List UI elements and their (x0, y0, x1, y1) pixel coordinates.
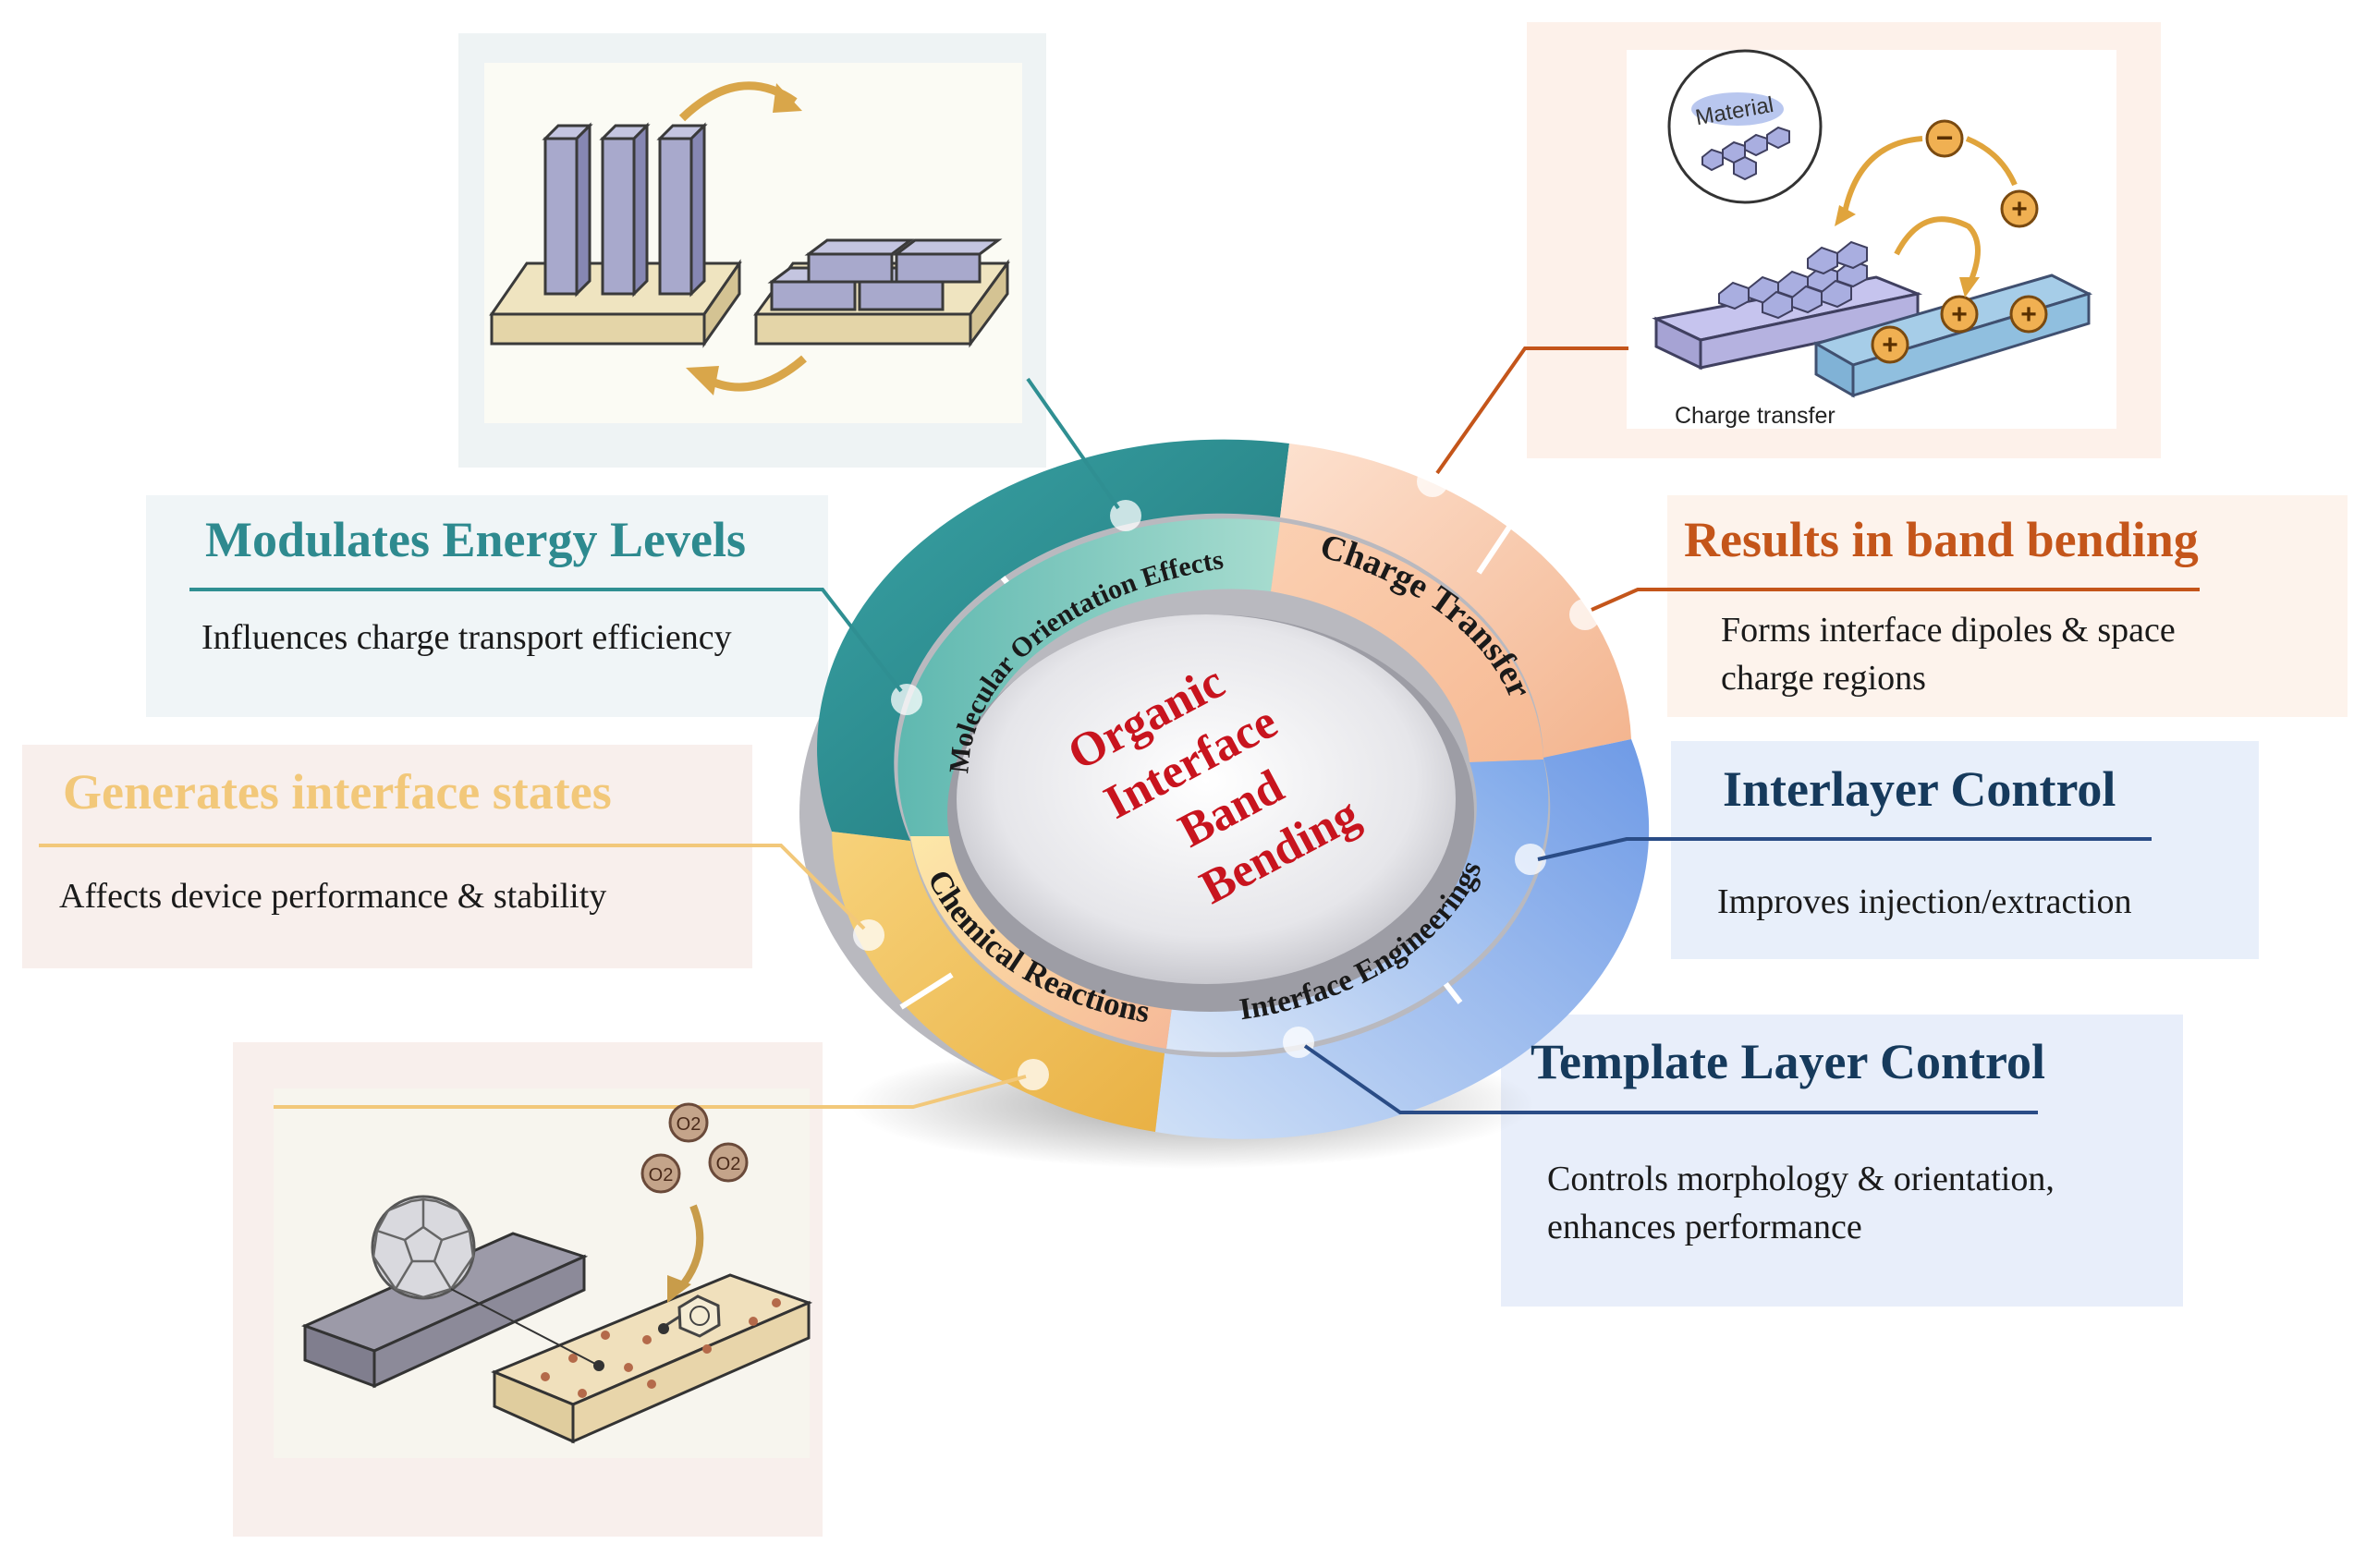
line-template (1303, 1044, 2038, 1114)
callout-panel-modulates (146, 495, 828, 717)
illustration-charge-transfer: Material (1652, 49, 2093, 429)
callout-panel-template (1501, 1015, 2183, 1307)
segment-gap (899, 972, 954, 1010)
callout-body-template-1: Controls morphology & orientation, (1547, 1160, 2055, 1198)
material-hexagons (1701, 126, 1790, 181)
dot-results (1569, 599, 1601, 630)
callout-title-generates: Generates interface states (63, 764, 612, 820)
callout-panel-generates (22, 745, 752, 968)
line-orientation (1026, 377, 1120, 510)
svg-text:+: + (1882, 330, 1898, 360)
svg-text:−: − (1936, 121, 1954, 154)
line-generates (39, 844, 866, 930)
dot-chemical (1018, 1059, 1049, 1090)
dot-template (1283, 1027, 1314, 1058)
segment-gold (832, 832, 1165, 1132)
callout-panel-results (1667, 495, 2348, 717)
arrow-charge-right (1965, 136, 2018, 187)
callout-body-modulates: Influences charge transport efficiency (201, 618, 732, 657)
arrow-top-head (773, 83, 802, 113)
segment-gap (1476, 516, 1518, 575)
donor-hexagons (1718, 240, 1868, 320)
callout-title-results: Results in band bending (1684, 512, 2199, 567)
illustration-orientation (489, 81, 1010, 395)
svg-text:O2: O2 (677, 1114, 701, 1135)
line-modulates (189, 588, 903, 693)
lying-blocks (767, 238, 1003, 311)
benzene-ring (677, 1295, 721, 1338)
callout-body-template-2: enhances performance (1547, 1208, 1862, 1246)
dot-modulates (891, 684, 922, 715)
ring-connector-dots (853, 466, 1601, 1090)
callout-body-interlayer: Improves injection/extraction (1717, 882, 2132, 921)
negative-charge: − (1925, 119, 1964, 158)
line-charge (1435, 346, 1628, 475)
arrow-oxygen (676, 1204, 704, 1292)
callout-panel-interlayer (1671, 741, 2259, 959)
arrow-charge-down (1894, 216, 1981, 288)
oxygen-molecules: O2 O2 O2 (640, 1102, 749, 1194)
segment-charge (1271, 522, 1543, 762)
svg-text:+: + (2020, 299, 2037, 330)
segment-molecular (897, 518, 1280, 836)
callout-title-template: Template Layer Control (1531, 1034, 2045, 1089)
vertical-pillars (542, 122, 708, 298)
callout-body-generates: Affects device performance & stability (59, 877, 607, 916)
positive-charges: + + + + (1871, 189, 2048, 364)
segment-interface (1166, 760, 1549, 1052)
connector-lines (39, 346, 2200, 1114)
arrow-charge-left (1841, 136, 1923, 218)
center-disk (957, 614, 1456, 984)
fullerene-facets (372, 1197, 475, 1299)
dot-charge (1417, 466, 1448, 497)
svg-text:+: + (2011, 194, 2028, 225)
callout-title-modulates: Modulates Energy Levels (205, 512, 746, 567)
illustration-chemical: O2 O2 O2 (300, 1102, 813, 1444)
callout-title-interlayer: Interlayer Control (1723, 761, 2116, 817)
bond-line (450, 1288, 600, 1367)
segment-teal (817, 439, 1289, 841)
svg-text:O2: O2 (649, 1165, 674, 1185)
svg-text:O2: O2 (716, 1154, 741, 1174)
line-results (1591, 588, 2200, 612)
callout-body-results-1: Forms interface dipoles & space (1721, 611, 2176, 650)
charge-transfer-caption: Charge transfer (1675, 403, 1835, 429)
callout-body-results-2: charge regions (1721, 659, 1926, 698)
segment-blue (1155, 739, 1650, 1139)
line-chemical (274, 1075, 1027, 1109)
arrow-bottom-head (686, 366, 719, 395)
segment-peach (1280, 444, 1631, 758)
dot-interlayer (1515, 844, 1546, 875)
svg-text:+: + (1951, 299, 1968, 330)
line-interlayer (1537, 837, 2152, 861)
